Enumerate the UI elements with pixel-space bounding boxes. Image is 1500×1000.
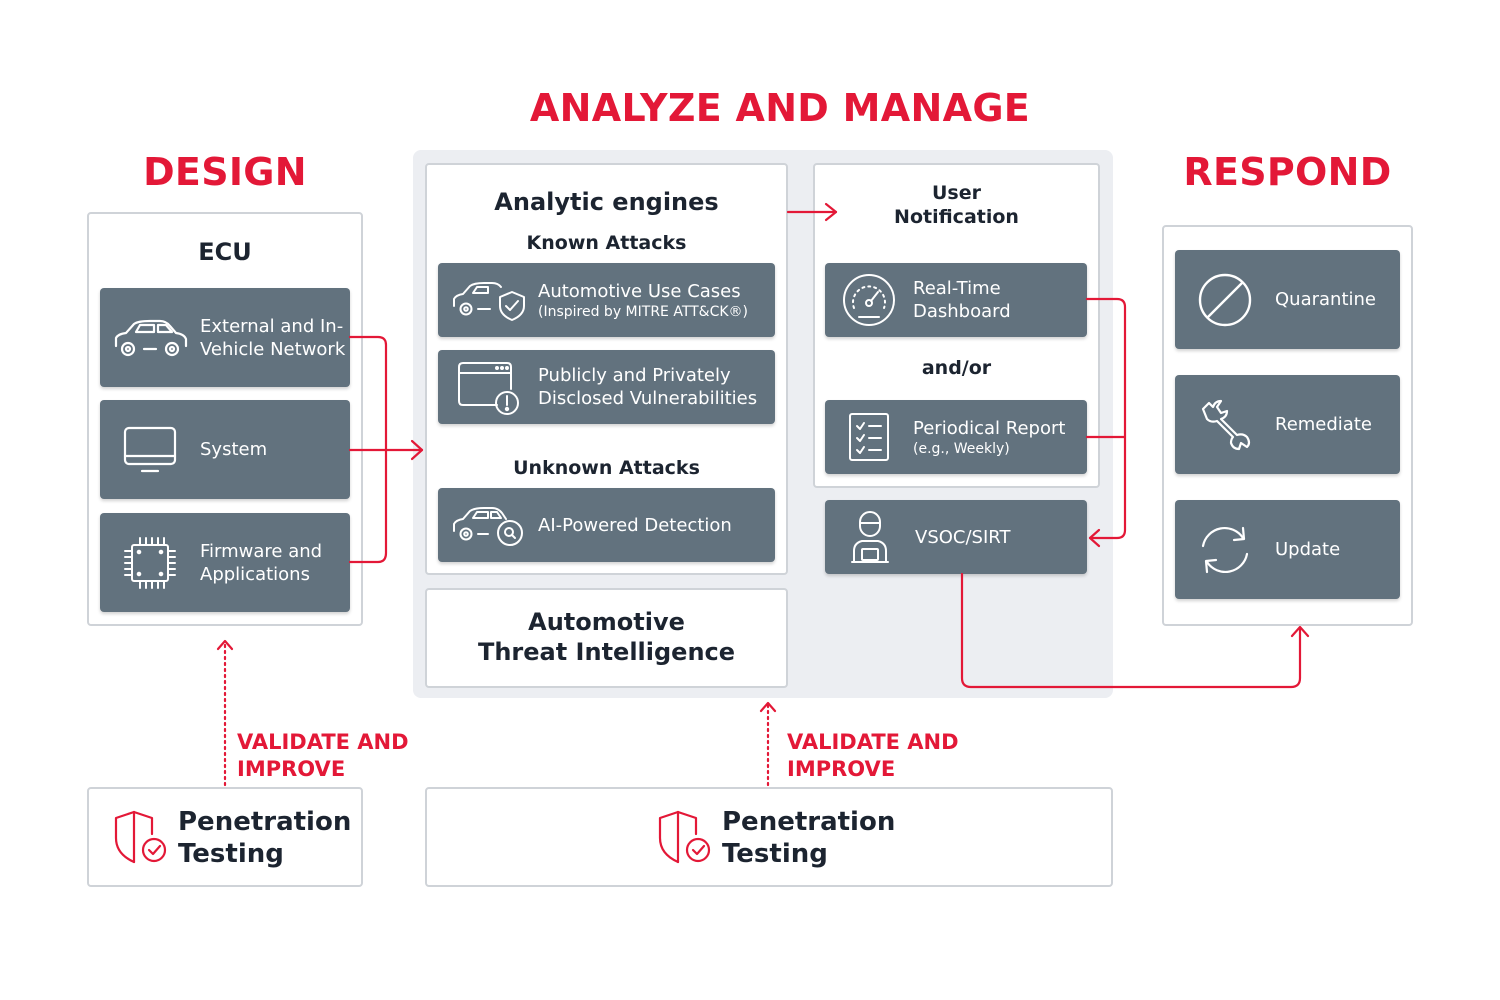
- update-tile[interactable]: Update: [1175, 500, 1400, 599]
- notification-title-line1: User: [932, 182, 981, 204]
- ai-detection-tile[interactable]: AI-Powered Detection: [438, 488, 775, 562]
- report-sub: (e.g., Weekly): [913, 440, 1010, 457]
- vsoc-tile[interactable]: VSOC/SIRT: [825, 500, 1087, 574]
- pentest-title-center: Penetration Testing: [722, 806, 922, 870]
- validate-arrowhead-left: [216, 639, 234, 651]
- andor-label: and/or: [921, 357, 992, 379]
- ecu-item-label: System: [200, 439, 268, 460]
- ai-detection-label: AI-Powered Detection: [538, 514, 732, 536]
- report-tile[interactable]: Periodical Report (e.g., Weekly): [825, 400, 1087, 474]
- threat-intel-line1: Automotive: [528, 608, 685, 636]
- threat-intel-line2: Threat Intelligence: [477, 638, 736, 666]
- ecu-item-system[interactable]: System: [100, 400, 350, 499]
- respond-arrowhead: [1290, 625, 1310, 638]
- car-network-icon: [100, 316, 200, 360]
- dashboard-label: Real-Time Dashboard: [913, 278, 1011, 322]
- remediate-label: Remediate: [1275, 414, 1372, 435]
- gauge-icon: [825, 272, 913, 328]
- pentest-line2: Testing: [722, 839, 828, 869]
- threat-intel-title: Automotive Threat Intelligence: [425, 607, 788, 667]
- threat-intel-frame: [425, 588, 788, 688]
- shield-check-icon: [656, 808, 712, 866]
- report-label: Periodical Report: [913, 417, 1066, 439]
- use-cases-tile[interactable]: Automotive Use Cases (Inspired by MITRE …: [438, 263, 775, 337]
- pentest-line1: Penetration: [722, 807, 896, 837]
- chip-icon: [100, 535, 200, 591]
- vulnerabilities-tile[interactable]: Publicly and Privately Disclosed Vulnera…: [438, 350, 775, 424]
- remediate-tile[interactable]: Remediate: [1175, 375, 1400, 474]
- validate-line2: IMPROVE: [787, 757, 896, 781]
- vulnerabilities-label: Publicly and Privately Disclosed Vulnera…: [538, 365, 758, 409]
- ecu-item-firmware[interactable]: Firmware and Applications: [100, 513, 350, 612]
- validate-line2: IMPROVE: [237, 757, 346, 781]
- respond-heading: RESPOND: [1183, 150, 1392, 194]
- quarantine-tile[interactable]: Quarantine: [1175, 250, 1400, 349]
- update-label: Update: [1275, 539, 1341, 560]
- pentest-line1: Penetration: [178, 807, 352, 837]
- use-cases-sub: (Inspired by MITRE ATT&CK®): [538, 303, 749, 320]
- ecu-item-label: Firmware and Applications: [200, 540, 323, 585]
- dashboard-tile[interactable]: Real-Time Dashboard: [825, 263, 1087, 337]
- ecu-item-label: External and In-Vehicle Network: [200, 315, 346, 360]
- validate-line1: VALIDATE AND: [237, 730, 409, 754]
- notification-title-line2: Notification: [894, 206, 1019, 228]
- shield-check-icon: [112, 808, 168, 866]
- checklist-icon: [825, 411, 913, 463]
- refresh-icon: [1175, 522, 1275, 578]
- pentest-box-left: [87, 787, 363, 887]
- analytic-title: Analytic engines: [494, 188, 719, 216]
- ecu-title: ECU: [198, 238, 252, 266]
- wrench-icon: [1175, 397, 1275, 453]
- validate-line1: VALIDATE AND: [787, 730, 959, 754]
- quarantine-label: Quarantine: [1275, 289, 1376, 310]
- unknown-attacks-label: Unknown Attacks: [513, 457, 700, 479]
- car-search-icon: [438, 503, 538, 547]
- browser-alert-icon: [438, 359, 538, 415]
- car-shield-icon: [438, 278, 538, 322]
- vsoc-label: VSOC/SIRT: [915, 526, 1011, 548]
- validate-arrowhead-center: [759, 701, 777, 713]
- design-heading: DESIGN: [143, 150, 307, 194]
- blocked-icon: [1175, 272, 1275, 328]
- known-attacks-label: Known Attacks: [526, 232, 687, 254]
- analyze-heading: ANALYZE AND MANAGE: [529, 86, 1031, 130]
- pentest-title-left: Penetration Testing: [178, 806, 358, 870]
- use-cases-label: Automotive Use Cases: [538, 280, 741, 302]
- validate-label-left: VALIDATE AND IMPROVE: [237, 729, 437, 783]
- notification-title: User Notification: [813, 181, 1100, 229]
- ecu-item-network[interactable]: External and In-Vehicle Network: [100, 288, 350, 387]
- operator-icon: [825, 509, 915, 565]
- monitor-icon: [100, 425, 200, 475]
- validate-label-center: VALIDATE AND IMPROVE: [787, 729, 987, 783]
- pentest-box-center: [425, 787, 1113, 887]
- pentest-line2: Testing: [178, 839, 284, 869]
